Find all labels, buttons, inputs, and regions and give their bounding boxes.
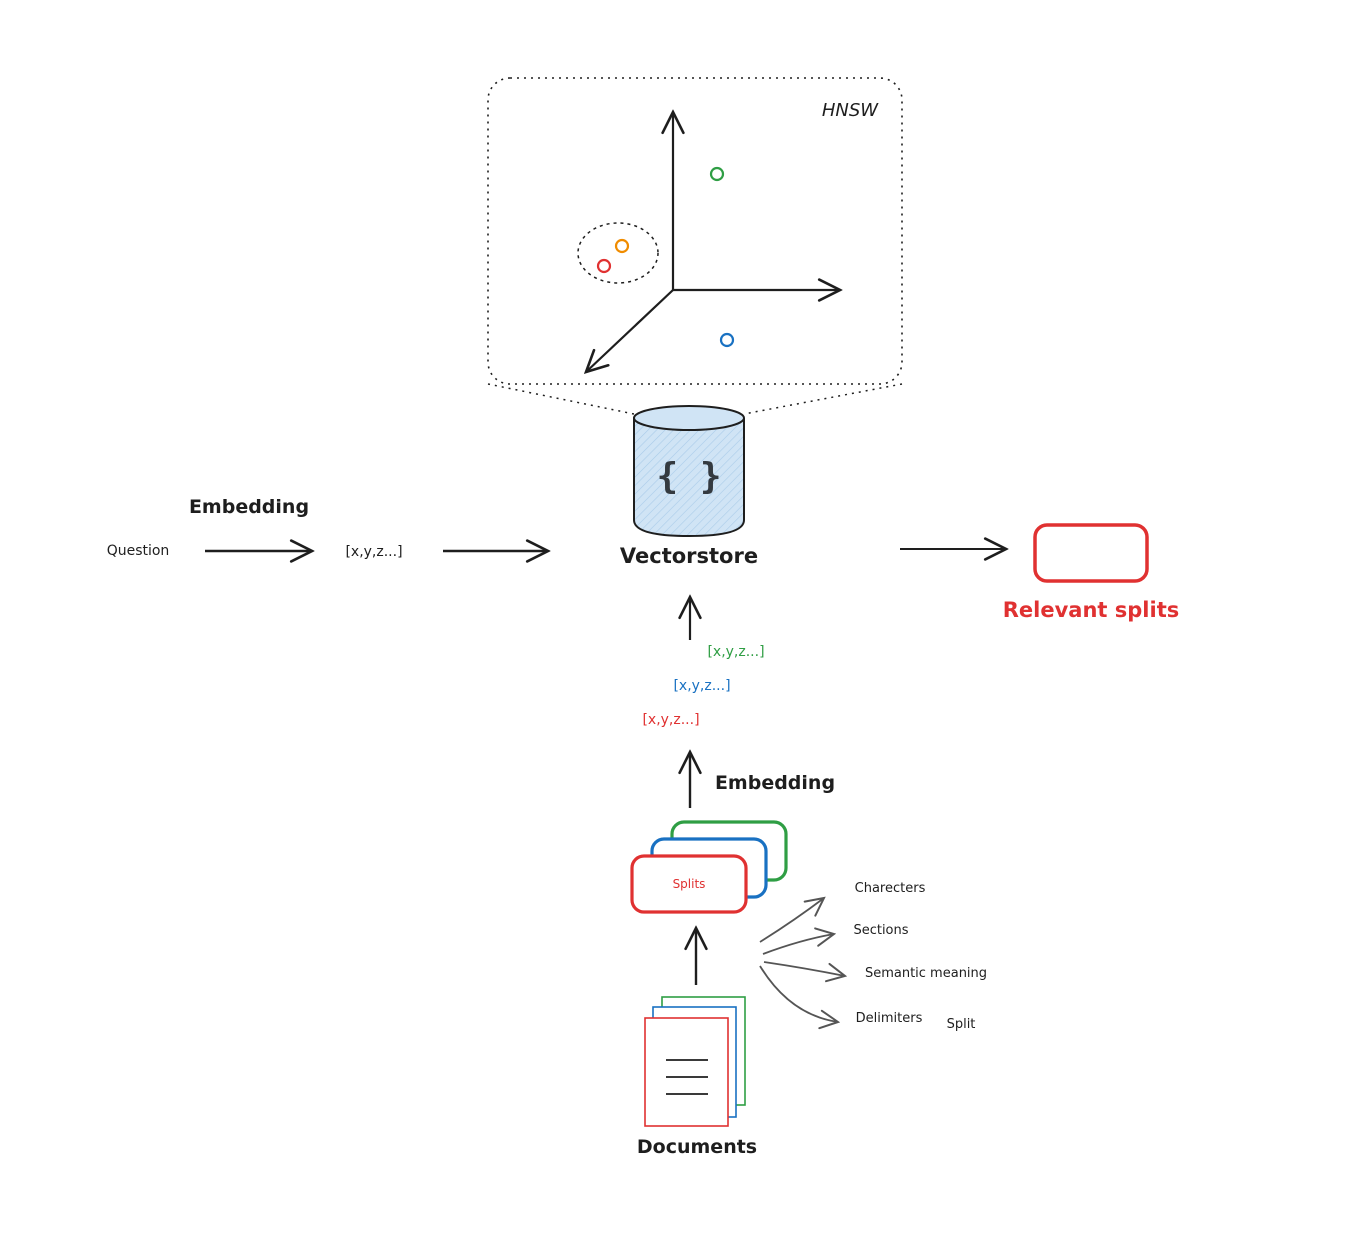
point-orange <box>614 238 630 254</box>
axis-z <box>586 289 674 372</box>
hnsw-box <box>487 77 903 385</box>
question-label: Question <box>107 543 170 559</box>
vectorstore-database: { } <box>633 405 745 538</box>
hnsw-panel: HNSW <box>487 77 903 385</box>
point-red <box>596 258 612 274</box>
vector-green: [x,y,z...] <box>707 644 764 660</box>
hnsw-title: HNSW <box>822 100 879 121</box>
arrow-sections <box>762 934 834 955</box>
document-page-red <box>644 1017 729 1127</box>
splits-stack: Splits <box>630 820 788 914</box>
arrow-delimiters <box>759 965 838 1022</box>
arrow-characters <box>759 898 824 943</box>
split-method-characters: Charecters <box>855 881 926 896</box>
documents-label: Documents <box>637 1136 757 1158</box>
vector-blue: [x,y,z...] <box>673 678 730 694</box>
relevant-splits-box <box>1033 523 1149 583</box>
splits-label: Splits <box>673 877 706 891</box>
cluster-outline <box>577 222 659 284</box>
documents-stack <box>644 996 746 1127</box>
split-method-semantic: Semantic meaning <box>865 966 987 981</box>
cylinder-top <box>633 405 745 431</box>
query-vector: [x,y,z...] <box>345 544 402 560</box>
arrow-semantic <box>763 961 845 976</box>
split-method-delimiters: Delimiters <box>856 1011 923 1026</box>
point-blue <box>719 332 735 348</box>
cylinder-body <box>633 418 745 538</box>
vectorstore-label: Vectorstore <box>620 544 758 568</box>
split-card-red <box>630 854 748 914</box>
relevant-splits-label: Relevant splits <box>1003 598 1179 622</box>
query-embedding-label: Embedding <box>189 496 309 518</box>
zoom-line-right <box>743 383 903 415</box>
zoom-line-left <box>487 383 635 415</box>
split-methods-title: Split <box>947 1017 976 1032</box>
vector-red: [x,y,z...] <box>642 712 699 728</box>
braces-icon: { } <box>656 456 721 497</box>
point-green <box>709 166 725 182</box>
split-methods: Charecters Sections Semantic meaning Del… <box>759 881 987 1032</box>
split-method-sections: Sections <box>853 923 908 938</box>
doc-embedding-label: Embedding <box>715 772 835 794</box>
